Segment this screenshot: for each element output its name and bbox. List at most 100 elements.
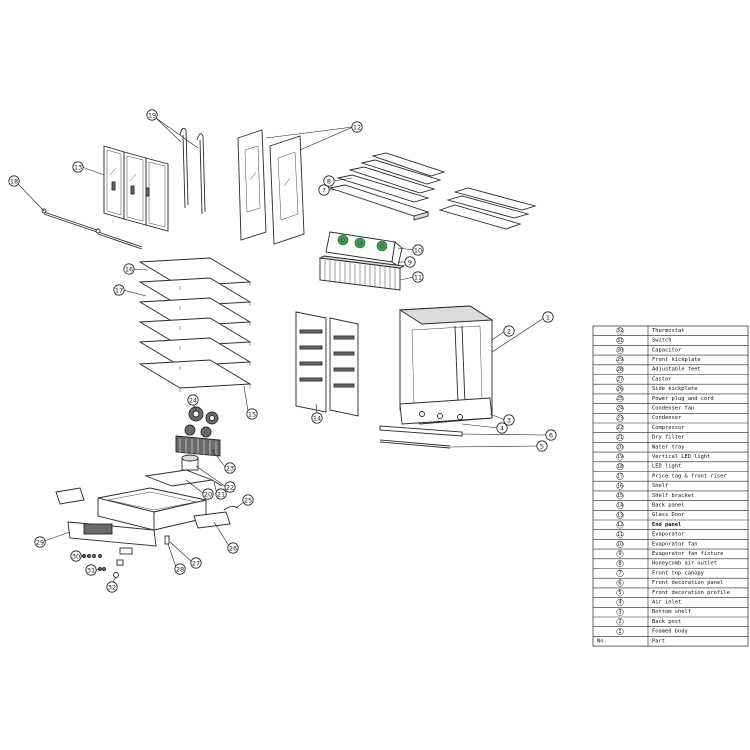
legend-part-name: Shelf bracket — [652, 493, 694, 499]
callout-9: 9 — [404, 256, 416, 268]
compressor-drawing — [144, 454, 223, 487]
callout-number: 25 — [244, 496, 252, 504]
legend-border — [592, 325, 749, 647]
legend-footer-row: No.Part — [597, 638, 665, 644]
legend-part-name: Condenser fan — [652, 405, 694, 411]
callout-19: 19 — [146, 109, 158, 121]
callout-number: 10 — [414, 246, 422, 254]
legend-part-name: End panel — [652, 522, 681, 528]
callout-number: 28 — [176, 565, 184, 573]
callout-1: 1 — [542, 311, 554, 323]
callout-4: 4 — [496, 422, 508, 434]
callout-number: 20 — [204, 490, 212, 498]
legend-part-number: 29 — [617, 357, 623, 363]
callout-22: 22 — [224, 481, 236, 493]
legend-row: 27 Castor — [616, 375, 672, 383]
legend-part-name: Honeycomb air outlet — [652, 561, 717, 567]
legend-part-name: Castor — [652, 376, 672, 382]
callout-number: 24 — [189, 396, 197, 404]
back-panel-drawing — [295, 311, 359, 417]
callout-number: 8 — [327, 177, 331, 185]
legend-part-number: 5 — [618, 590, 621, 596]
legend-part-number: 10 — [617, 541, 623, 547]
callout-number: 21 — [217, 490, 225, 498]
legend-part-number: 17 — [617, 474, 623, 480]
legend-row: 12 End panel — [616, 521, 681, 529]
legend-part-number: 3 — [618, 609, 621, 615]
legend-part-name: Front decoration profile — [652, 590, 730, 596]
legend-part-name: Thermostat — [652, 328, 684, 334]
callout-number: 1 — [546, 313, 550, 321]
callout-23: 23 — [224, 462, 236, 474]
legend-part-name: Back post — [652, 619, 681, 625]
legend-part-number: 8 — [618, 561, 621, 567]
legend-part-name: LED light — [652, 464, 681, 470]
legend-part-name: Condenser — [652, 415, 682, 421]
legend-part-number: 1 — [618, 629, 621, 635]
legend-row: 18 LED light — [616, 463, 681, 471]
legend-part-number: 28 — [617, 367, 623, 373]
legend-part-name: Price tag & front riser — [652, 473, 727, 479]
callout-16: 16 — [123, 263, 135, 275]
legend-part-number: 2 — [618, 619, 621, 625]
callout-number: 12 — [353, 123, 361, 131]
legend-part-name: Front kickplate — [652, 357, 701, 363]
callout-10: 10 — [412, 244, 424, 256]
legend-part-number: 12 — [617, 522, 623, 528]
callout-number: 30 — [72, 552, 80, 560]
legend-row: 11 Evaporator — [616, 531, 685, 539]
legend-part-number: 31 — [617, 338, 623, 344]
legend-part-number: 9 — [618, 551, 621, 557]
legend-part-header: Part — [652, 638, 665, 644]
callout-21: 21 — [215, 488, 227, 500]
legend-part-number: 27 — [617, 377, 623, 383]
legend-row: 5 Front decoration profile — [616, 589, 730, 597]
callout-13: 13 — [72, 161, 84, 173]
legend-part-number: 23 — [617, 415, 623, 421]
legend-row: 17 Price tag & front riser — [616, 472, 727, 480]
legend-part-name: Front decoration panel — [652, 580, 723, 586]
legend-part-number: 21 — [617, 435, 623, 441]
legend-part-number: 11 — [617, 532, 623, 538]
legend-part-name: Foamed body — [652, 629, 688, 635]
callout-18: 18 — [8, 175, 20, 187]
callout-number: 11 — [414, 273, 422, 281]
callout-number: 29 — [36, 538, 44, 546]
end-panel-drawing — [237, 129, 305, 245]
callout-number: 19 — [148, 111, 156, 119]
callout-2: 2 — [503, 325, 515, 337]
legend-part-name: Power plug and cord — [652, 396, 714, 402]
callout-number: 22 — [226, 483, 234, 491]
callout-17: 17 — [113, 284, 125, 296]
callout-28: 28 — [174, 563, 186, 575]
callout-26: 26 — [227, 542, 239, 554]
legend-row: 2 Back post — [616, 618, 681, 626]
callout-number: 31 — [87, 566, 95, 574]
legend-row: 23 Condenser — [616, 414, 682, 422]
callout-number: 14 — [313, 414, 321, 422]
legend-part-name: Evaporator — [652, 532, 685, 538]
callout-number: 27 — [192, 559, 200, 567]
glass-door-drawing — [103, 145, 169, 232]
legend-part-number: 18 — [617, 464, 623, 470]
callout-number: 23 — [226, 464, 234, 472]
callout-30: 30 — [70, 550, 82, 562]
